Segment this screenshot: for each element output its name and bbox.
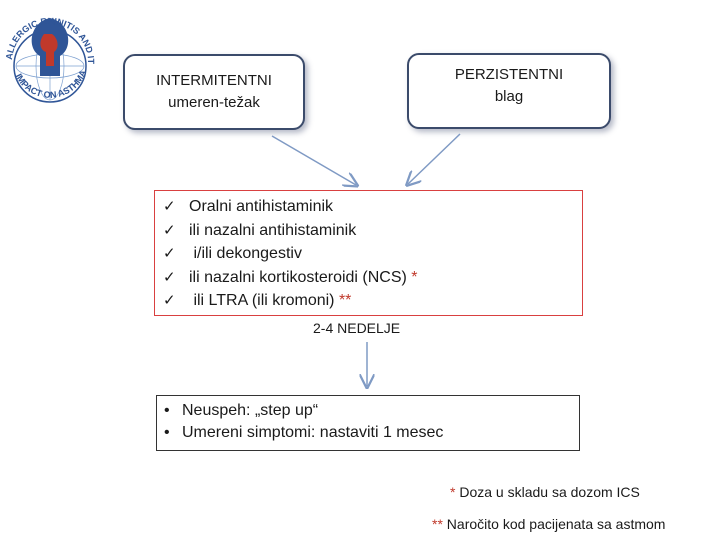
footnote-star: ** xyxy=(432,516,443,532)
outcome-item: • Neuspeh: „step up“ xyxy=(164,400,443,422)
check-icon: ✓ xyxy=(163,292,176,309)
footnote-text: Naročito kod pacijenata sa astmom xyxy=(442,516,666,532)
treatment-box: ✓ Oralni antihistaminik ✓ ili nazalni anti… xyxy=(154,190,583,316)
treatment-prefix: i/ili xyxy=(189,245,213,262)
check-icon: ✓ xyxy=(163,268,176,286)
persistent-severity: blag xyxy=(494,88,524,105)
outcome-text: Umereni simptomi: nastaviti 1 mesec xyxy=(182,424,444,441)
arrow-right-to-treatment xyxy=(408,133,461,184)
outcome-list: • Neuspeh: „step up“ • Umereni simptomi: n… xyxy=(164,400,443,444)
treatment-prefix: ili xyxy=(189,268,200,286)
treatment-item: ✓ ili LTRA (ili kromoni) ** xyxy=(163,289,418,313)
intermittent-box: INTERMITENTNI umeren-težak xyxy=(123,54,305,130)
treatment-text: LTRA (ili kromoni) xyxy=(204,292,339,309)
treatment-item: ✓ ili nazalni antihistaminik xyxy=(163,219,418,243)
treatment-star: * xyxy=(411,268,418,286)
footnote-asthma: ** Naročito kod pacijenata sa astmom xyxy=(432,516,665,532)
check-icon: ✓ xyxy=(163,221,176,239)
aria-logo: ALLERGIC RHINITIS AND ITS IMPACT ON ASTH… xyxy=(0,0,96,103)
outcome-item: • Umereni simptomi: nastaviti 1 mesec xyxy=(164,422,443,444)
treatment-prefix: ili xyxy=(189,292,205,309)
treatment-item: ✓ i/ili dekongestiv xyxy=(163,242,418,266)
treatment-item: ✓ ili nazalni kortikosteroidi (NCS) * xyxy=(163,266,418,290)
persistent-box: PERZISTENTNI blag xyxy=(407,53,611,129)
treatment-item: ✓ Oralni antihistaminik xyxy=(163,195,418,219)
treatment-star: ** xyxy=(338,292,352,309)
intermittent-severity: umeren-težak xyxy=(168,94,260,111)
footnote-text: Doza u skladu sa dozom ICS xyxy=(455,484,640,500)
outcome-box: • Neuspeh: „step up“ • Umereni simptomi: n… xyxy=(156,395,580,451)
check-icon: ✓ xyxy=(163,198,176,215)
bullet-icon: • xyxy=(164,424,170,441)
treatment-text: Oralni antihistaminik xyxy=(189,198,334,215)
outcome-text: Neuspeh: „step up“ xyxy=(182,402,319,419)
duration-label: 2-4 NEDELJE xyxy=(313,320,401,336)
treatment-text: nazalni kortikosteroidi (NCS) xyxy=(199,268,412,286)
arrow-left-to-treatment xyxy=(271,135,356,185)
footnote-dose: * Doza u skladu sa dozom ICS xyxy=(450,484,640,500)
check-icon: ✓ xyxy=(163,245,176,262)
footnote-star: * xyxy=(450,484,456,500)
intermittent-title: INTERMITENTNI xyxy=(156,72,272,89)
treatment-list: ✓ Oralni antihistaminik ✓ ili nazalni anti… xyxy=(163,195,418,313)
treatment-text: dekongestiv xyxy=(212,245,302,262)
bullet-icon: • xyxy=(164,402,170,419)
persistent-title: PERZISTENTNI xyxy=(454,66,564,83)
treatment-text: nazalni antihistaminik xyxy=(199,221,357,239)
treatment-prefix: ili xyxy=(189,221,200,239)
